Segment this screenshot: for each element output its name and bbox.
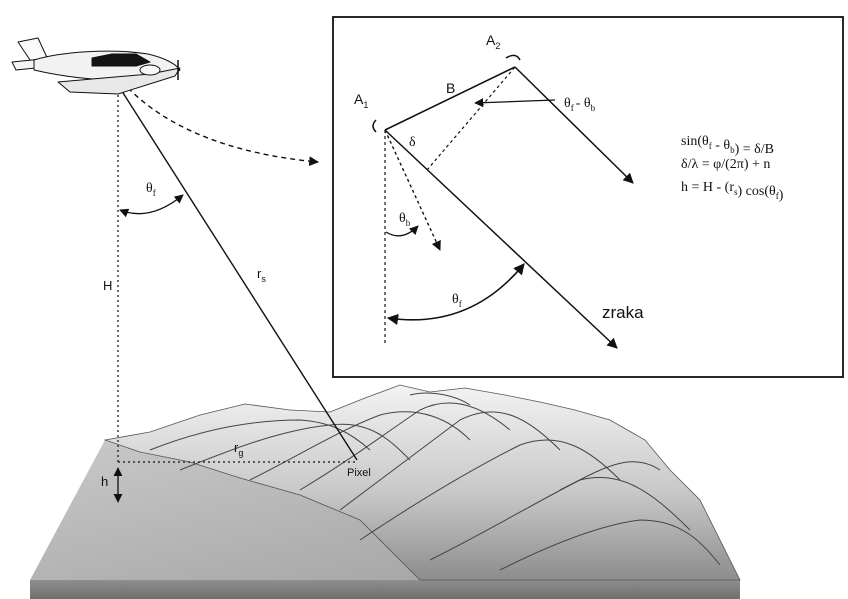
equation-line-2: δ/λ = φ/(2π) + n bbox=[681, 157, 770, 172]
inset-link-arc bbox=[127, 87, 319, 167]
airplane-engine bbox=[139, 64, 161, 76]
airplane-icon bbox=[11, 37, 181, 95]
inset-ray-A2 bbox=[514, 66, 634, 184]
ridge-lines bbox=[149, 392, 721, 571]
mountain-range bbox=[103, 384, 741, 581]
inset-perpendicular-dashed bbox=[426, 66, 516, 171]
inset-baseline-normal-dashed bbox=[384, 129, 441, 251]
equation-line-3: h = H - (rs) cos(θf) bbox=[681, 180, 784, 203]
antenna-A1-mark bbox=[372, 119, 377, 133]
block-front-face bbox=[30, 580, 740, 599]
main-geometry: H h rs rg Pixel θf bbox=[101, 84, 371, 503]
label-H: H bbox=[103, 278, 112, 293]
inset-panel: A1 A2 B δ θb θf θf- θb zraka sin(θf - θb… bbox=[332, 16, 844, 378]
label-rs: rs bbox=[257, 266, 266, 284]
label-delta: δ bbox=[409, 135, 416, 150]
label-theta-f: θf bbox=[146, 181, 156, 198]
label-pixel: Pixel bbox=[347, 467, 371, 479]
airplane-windows bbox=[91, 53, 151, 67]
label-B: B bbox=[446, 80, 455, 96]
label-rg: rg bbox=[234, 440, 243, 458]
slant-range-line bbox=[117, 84, 358, 461]
antenna-A2-mark bbox=[505, 54, 521, 61]
inset-theta-f-arc bbox=[386, 263, 525, 325]
inset-baseline bbox=[384, 66, 516, 131]
inset-ray-A1 bbox=[384, 129, 618, 349]
equation-line-1: sin(θf - θb) = δ/B bbox=[681, 134, 774, 157]
label-angle-difference: θf- θb bbox=[564, 96, 596, 113]
label-inset-theta-f: θf bbox=[452, 292, 462, 309]
label-h: h bbox=[101, 474, 108, 489]
label-A1: A1 bbox=[354, 91, 368, 110]
terrain-block bbox=[30, 384, 741, 599]
label-ray: zraka bbox=[602, 303, 644, 322]
inset-theta-b-arc bbox=[385, 225, 419, 237]
inset-angle-pointer bbox=[474, 98, 556, 108]
label-A2: A2 bbox=[486, 32, 500, 51]
equations: sin(θf - θb) = δ/B δ/λ = φ/(2π) + n h = … bbox=[681, 134, 784, 203]
label-theta-b: θb bbox=[399, 211, 411, 228]
look-angle-arc bbox=[119, 194, 184, 218]
